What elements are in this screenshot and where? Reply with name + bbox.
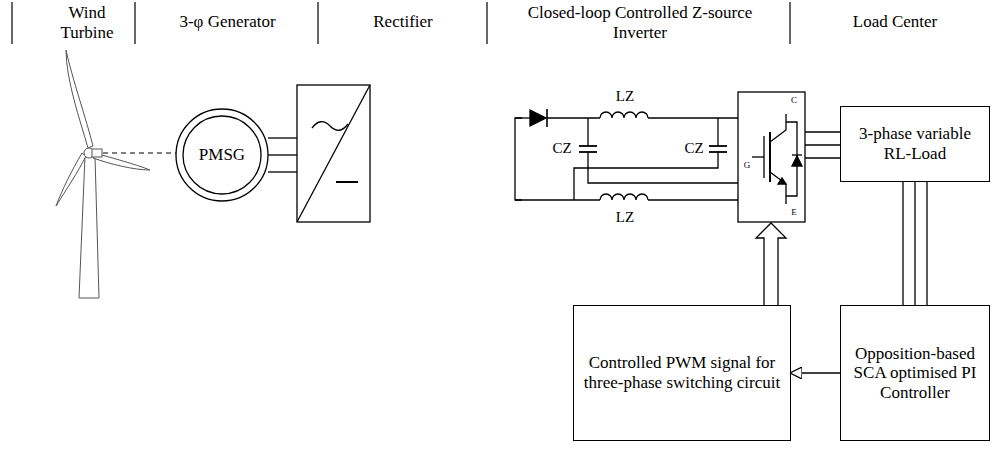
controller-box: Opposition-based SCA optimised PI Contro…: [840, 305, 990, 441]
wire: [547, 117, 600, 118]
inverter-box: [738, 92, 805, 222]
turbine-blade: [56, 153, 86, 206]
divider: [486, 2, 487, 44]
generator-circle: PMSG: [176, 109, 268, 201]
generator-outer-ring: [176, 109, 268, 201]
divider: [11, 2, 12, 44]
load-box: 3-phase variable RL-Load: [840, 106, 990, 182]
freewheel-diode: [792, 156, 802, 166]
wire: [515, 117, 530, 118]
shaft-line: [103, 152, 176, 153]
section-heading: Load Center: [795, 12, 995, 32]
divider: [134, 2, 135, 44]
generator-inner-ring: [183, 116, 261, 194]
three-phase-wires: [268, 138, 297, 172]
node-text: 3-phase variable RL-Load: [849, 124, 981, 163]
section-heading: 3-φ Generator: [140, 12, 315, 32]
section-heading: Wind Turbine: [42, 3, 132, 42]
ac-tilde: [312, 122, 348, 131]
section-heading: Closed-loop Controlled Z-source Inverter: [510, 3, 770, 42]
section-heading: Rectifier: [322, 12, 484, 32]
turbine-blade: [66, 50, 93, 148]
node-text: Controlled PWM signal for three-phase sw…: [582, 353, 782, 392]
gate-lead: [752, 156, 764, 157]
rectifier-diagonal: [297, 85, 370, 222]
pin-label: G: [741, 160, 753, 170]
inductor-coil: [600, 194, 648, 200]
z-source-network: [515, 109, 738, 200]
tower: [79, 156, 99, 298]
wire: [268, 171, 297, 172]
collector-lead: [770, 114, 786, 142]
three-phase-output: [805, 132, 840, 158]
capacitor-plate: [579, 145, 597, 147]
wire: [268, 137, 297, 138]
diode-bar: [792, 154, 802, 155]
wire: [515, 199, 600, 200]
rectifier-symbol: [297, 85, 370, 222]
input-bracket: [515, 118, 522, 200]
inductor-label: LZ: [610, 209, 640, 226]
wind-turbine: [56, 50, 150, 298]
node-text: Opposition-based SCA optimised PI Contro…: [849, 344, 981, 403]
wire: [268, 154, 297, 155]
wire: [805, 144, 840, 145]
pwm-box: Controlled PWM signal for three-phase sw…: [573, 305, 791, 441]
diode-symbol: [530, 110, 546, 126]
phase-wire: [926, 182, 927, 305]
capacitor-plate: [709, 145, 727, 147]
igbt-switch-symbol: [738, 92, 805, 222]
control-arrow: [756, 223, 786, 305]
inductor-label: LZ: [610, 88, 640, 105]
connector: [791, 372, 840, 374]
capacitor-label: CZ: [548, 140, 576, 157]
wire: [648, 199, 738, 200]
connector: [914, 182, 915, 305]
wire: [574, 152, 718, 200]
wire: [805, 131, 840, 132]
dc-bar: [336, 181, 358, 183]
emitter-arrow: [778, 178, 786, 184]
divider: [317, 2, 318, 44]
wire: [717, 118, 718, 146]
divider: [789, 2, 790, 44]
wire: [648, 117, 738, 118]
phase-wire: [902, 182, 903, 305]
header-dividers: [12, 2, 790, 44]
capacitor-label: CZ: [680, 140, 708, 157]
inductor-coil: [600, 112, 648, 118]
pin-label: C: [788, 95, 800, 105]
emitter-lead: [770, 172, 786, 204]
nacelle: [92, 149, 102, 157]
igbt-bar: [769, 132, 771, 182]
pin-label: E: [788, 207, 800, 217]
rectifier-box: [297, 85, 370, 222]
node-text: PMSG: [199, 145, 245, 165]
wire: [805, 157, 840, 158]
wire: [587, 118, 588, 146]
